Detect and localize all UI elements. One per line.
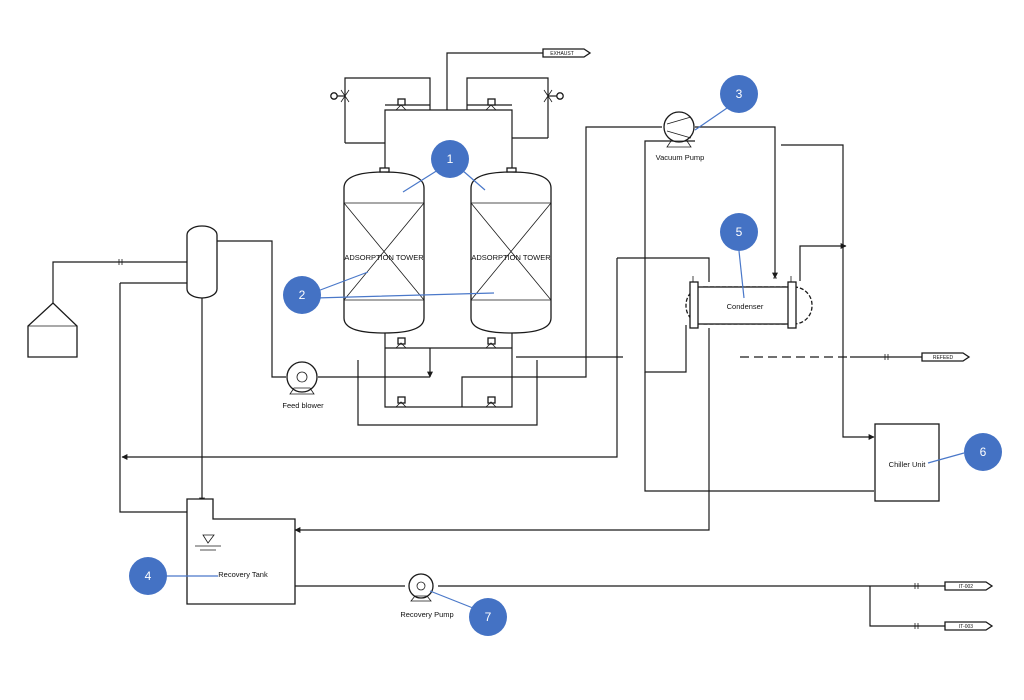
vent-valve-left [330,89,350,103]
callout-4: 4 [129,557,167,595]
feed-source-shed [27,302,78,358]
callout-1-leader [402,169,486,193]
out-bottom-label: IT-003 [959,624,973,630]
valves [118,89,919,629]
svg-text:5: 5 [736,225,743,239]
offpage-exhaust: EXHAUST [542,48,592,58]
valve-bottom-right-2 [485,396,497,408]
svg-text:4: 4 [145,569,152,583]
flanges [118,259,919,629]
feed-blower-label: Feed blower [282,401,324,410]
recovery-pump-label: Recovery Pump [400,610,453,619]
vacuum-pump-label: Vacuum Pump [656,153,705,162]
callout-2-leader [314,271,495,299]
condenser: Condenser [685,276,813,329]
tower-right-label: ADSORPTION TOWER [471,253,551,262]
piping-network [52,52,945,627]
callout-5: 5 [720,213,758,251]
callout-3: 3 [720,75,758,113]
svg-text:7: 7 [485,610,492,624]
valve-top-right [485,98,497,111]
exhaust-label: EXHAUST [550,51,574,57]
callout-6: 6 [964,433,1002,471]
callout-1: 1 [431,140,469,178]
chiller-label: Chiller Unit [889,460,927,469]
tower-left-label: ADSORPTION TOWER [344,253,424,262]
svg-text:2: 2 [299,288,306,302]
valve-bottom-left-2 [395,396,407,408]
callout-7: 7 [469,598,507,636]
out-top-label: IT-002 [959,584,973,590]
callout-3-leader [694,105,731,131]
recovery-pump: Recovery Pump [400,573,454,619]
vent-valve-right [543,89,564,103]
callout-2: 2 [283,276,321,314]
callout-6-leader [927,452,965,464]
callout-7-leader [429,590,479,611]
callouts: 1 2 3 4 5 6 7 [129,75,1002,636]
condenser-label: Condenser [727,302,764,311]
callout-5-leader [738,250,745,299]
offpage-out-top: IT-002 [944,581,994,591]
separator-vessel [186,225,218,299]
valve-bottom-left-1 [395,337,407,349]
offpage-out-bottom: IT-003 [944,621,994,631]
vacuum-pump: Vacuum Pump [656,111,705,162]
adsorption-tower-left: ADSORPTION TOWER [343,167,425,334]
svg-text:6: 6 [980,445,987,459]
recovery-tank-label: Recovery Tank [218,570,268,579]
vent-label: REFEED [933,355,954,361]
feed-blower: Feed blower [282,361,324,410]
valve-bottom-right-1 [485,337,497,349]
valve-top-left [395,98,407,111]
recovery-tank: Recovery Tank [186,498,296,605]
offpage-vent: REFEED [921,352,971,362]
svg-text:1: 1 [447,152,454,166]
adsorption-tower-right: ADSORPTION TOWER [470,167,552,334]
svg-text:3: 3 [736,87,743,101]
